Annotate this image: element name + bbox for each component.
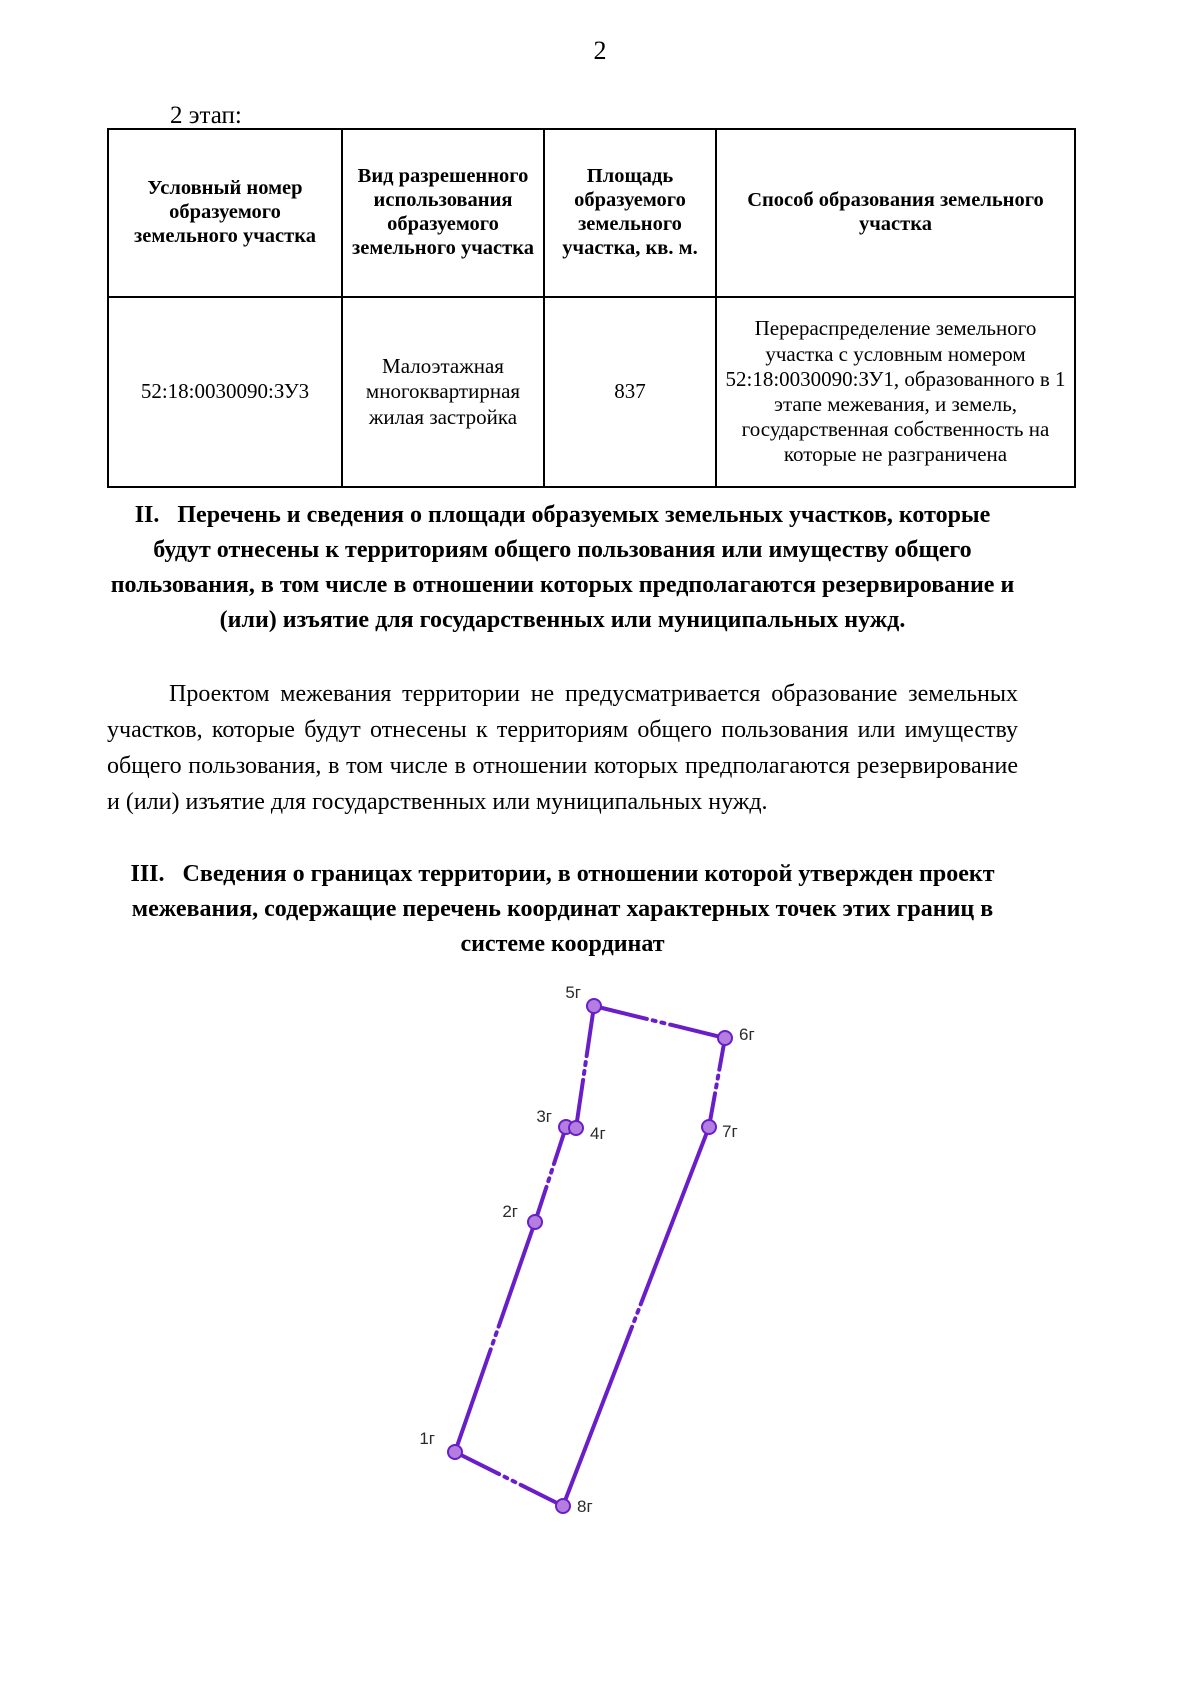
boundary-edge bbox=[561, 1125, 711, 1508]
cell-formation-method: Перераспределение земельного участка с у… bbox=[715, 296, 1076, 488]
boundary-edge bbox=[592, 1004, 727, 1040]
boundary-polygon-svg: 1г 2г 3г 4г 5г 6г 7г 8г bbox=[419, 983, 755, 1516]
boundary-edge bbox=[453, 1220, 537, 1454]
section-numeral-ii: II. bbox=[134, 502, 160, 528]
table-row: 52:18:0030090:ЗУ3 Малоэтажная многокварт… bbox=[107, 296, 1076, 488]
column-header-conditional-number: Условный номер образуемого земельного уч… bbox=[107, 128, 343, 298]
boundary-vertex bbox=[717, 1030, 733, 1046]
column-header-permitted-use: Вид разрешенного использования образуемо… bbox=[341, 128, 545, 298]
section-numeral-iii: III. bbox=[130, 861, 165, 887]
section-title-iii: Сведения о границах территории, в отноше… bbox=[131, 861, 995, 958]
boundary-edge bbox=[574, 1004, 596, 1130]
boundary-vertex bbox=[568, 1120, 584, 1136]
boundary-vertex bbox=[586, 998, 602, 1014]
stage-label: 2 этап: bbox=[170, 102, 242, 129]
section-heading-iii: III. Сведения о границах территории, в о… bbox=[107, 857, 1018, 962]
boundary-vertex-label: 1г bbox=[419, 1429, 435, 1448]
table-header-row: Условный номер образуемого земельного уч… bbox=[107, 128, 1076, 298]
boundary-vertex-label: 6г bbox=[739, 1025, 755, 1044]
boundary-edge bbox=[533, 1125, 568, 1224]
column-header-formation-method: Способ образования земельного участка bbox=[715, 128, 1076, 298]
boundary-vertex-label: 2г bbox=[502, 1202, 518, 1221]
section-title-ii: Перечень и сведения о площади образуемых… bbox=[110, 502, 1015, 634]
cell-conditional-number: 52:18:0030090:ЗУ3 bbox=[107, 296, 343, 488]
boundary-edge bbox=[707, 1036, 727, 1129]
boundary-vertex-label: 8г bbox=[577, 1497, 593, 1516]
cell-permitted-use: Малоэтажная многоквартирная жилая застро… bbox=[341, 296, 545, 488]
boundary-vertex bbox=[555, 1498, 571, 1514]
cell-area: 837 bbox=[543, 296, 717, 488]
boundary-vertex bbox=[701, 1119, 717, 1135]
boundary-vertex-label: 7г bbox=[722, 1122, 738, 1141]
boundary-vertex-label: 4г bbox=[590, 1124, 606, 1143]
paragraph-common-use-lands: Проектом межевания территории не предусм… bbox=[107, 681, 1018, 815]
page-number: 2 bbox=[593, 36, 607, 65]
boundary-diagram: 1г 2г 3г 4г 5г 6г 7г 8г bbox=[0, 960, 1200, 1560]
boundary-vertex bbox=[527, 1214, 543, 1230]
land-parcels-table: Условный номер образуемого земельного уч… bbox=[107, 128, 1076, 488]
column-header-area: Площадь образуемого земельного участка, … bbox=[543, 128, 717, 298]
boundary-vertex-label: 3г bbox=[536, 1107, 552, 1126]
boundary-vertex bbox=[447, 1444, 463, 1460]
boundary-vertex-label: 5г bbox=[565, 983, 581, 1002]
section-heading-ii: II. Перечень и сведения о площади образу… bbox=[107, 498, 1018, 638]
boundary-edge bbox=[453, 1450, 565, 1508]
